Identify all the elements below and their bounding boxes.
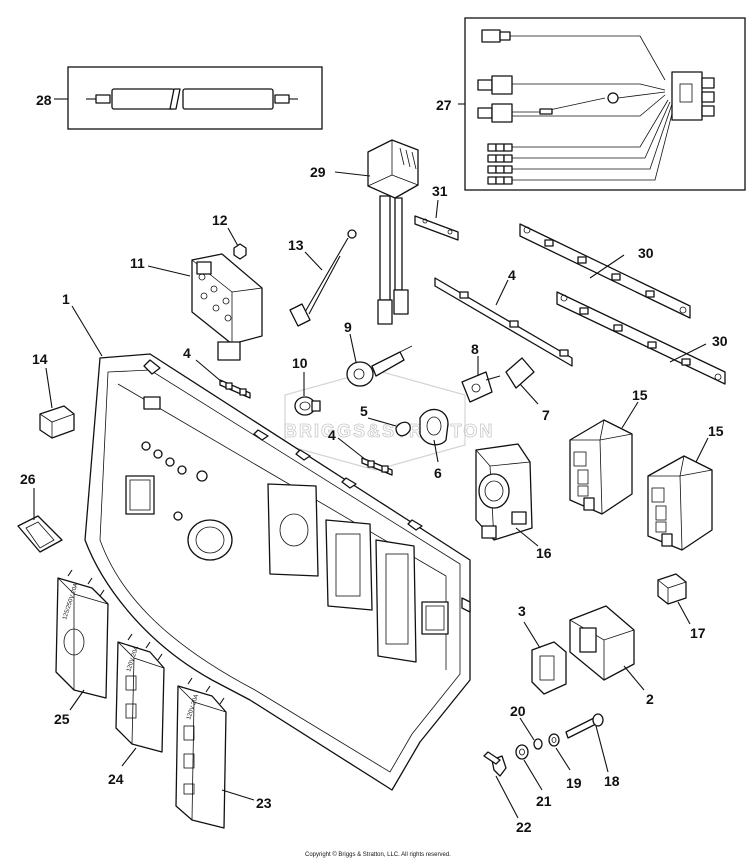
part-14-rocker-switch [39, 405, 75, 439]
part-4-bracket-upper [219, 379, 251, 399]
part-26-bezel [17, 515, 63, 553]
callout-23: 23 [256, 795, 272, 811]
part-30-bus-bar-upper [519, 223, 691, 319]
callout-17: 17 [690, 625, 706, 641]
callout-19: 19 [566, 775, 582, 791]
callout-22: 22 [516, 819, 532, 835]
callout-10: 10 [292, 355, 308, 371]
callout-4-upper: 4 [183, 345, 191, 361]
callout-15-lower: 15 [708, 423, 724, 439]
part-2-switch [569, 605, 635, 681]
callout-11: 11 [130, 255, 145, 271]
part-19-lock-washer [548, 733, 560, 747]
callout-15-upper: 15 [632, 387, 648, 403]
callout-30-lower: 30 [712, 333, 728, 349]
part-13-ground-strap [289, 229, 357, 327]
callout-4-middle: 4 [328, 427, 336, 443]
callout-7: 7 [542, 407, 550, 423]
part-12-nut [233, 243, 247, 260]
part-9-rotary-switch [346, 345, 413, 387]
callout-16: 16 [536, 545, 552, 561]
part-4-bracket-middle [361, 457, 393, 476]
callout-8: 8 [471, 341, 479, 357]
part-5-clip [395, 421, 411, 437]
part-6-choke-knob [419, 408, 449, 446]
part-15-gfci-lower [647, 455, 713, 551]
part-28-cable [54, 66, 323, 130]
callout-2: 2 [646, 691, 654, 707]
callout-26: 26 [20, 471, 36, 487]
part-22-wing-nut [483, 751, 507, 777]
part-18-bolt [565, 713, 604, 739]
part-3-switch-boot [531, 641, 567, 695]
callout-20: 20 [510, 703, 526, 719]
part-31-strip [414, 215, 459, 241]
part-4-bracket-long [434, 277, 573, 367]
callout-labels: 28 27 29 31 12 13 30 11 4 1 9 30 8 4 14 … [20, 92, 728, 835]
callout-9: 9 [344, 319, 352, 335]
part-29-module [367, 139, 419, 325]
part-20-washer [533, 738, 543, 750]
part-25-faceplate [55, 569, 109, 699]
part-24-faceplate [115, 633, 165, 753]
part-17-indicator [657, 573, 687, 605]
callout-6: 6 [434, 465, 442, 481]
part-21-washer [515, 744, 529, 760]
part-8-connector [461, 371, 501, 403]
part-23-faceplate [175, 677, 227, 829]
callout-18: 18 [604, 773, 620, 789]
part-15-gfci-upper [569, 419, 633, 515]
part-30-bus-bar-lower [556, 291, 726, 385]
callout-30-upper: 30 [638, 245, 654, 261]
callout-3: 3 [518, 603, 526, 619]
callout-25: 25 [54, 711, 70, 727]
part-1-control-panel [84, 353, 471, 791]
callout-28: 28 [36, 92, 52, 108]
part-10-knob [294, 396, 321, 416]
callout-12: 12 [212, 212, 228, 228]
callout-14: 14 [32, 351, 48, 367]
callout-1: 1 [62, 291, 70, 307]
callout-5: 5 [360, 403, 368, 419]
callout-27: 27 [436, 97, 452, 113]
callout-29: 29 [310, 164, 326, 180]
part-27-wire-harness [458, 17, 746, 191]
copyright-notice: Copyright © Briggs & Stratton, LLC. All … [305, 851, 451, 858]
leader-lines [33, 171, 709, 819]
part-16-locking-receptacle [475, 443, 533, 541]
callout-13: 13 [288, 237, 304, 253]
part-7-cover [505, 357, 535, 389]
callout-4-long: 4 [508, 267, 516, 283]
callout-21: 21 [536, 793, 552, 809]
callout-24: 24 [108, 771, 124, 787]
part-11-outlet-box [191, 253, 263, 361]
callout-31: 31 [432, 183, 448, 199]
